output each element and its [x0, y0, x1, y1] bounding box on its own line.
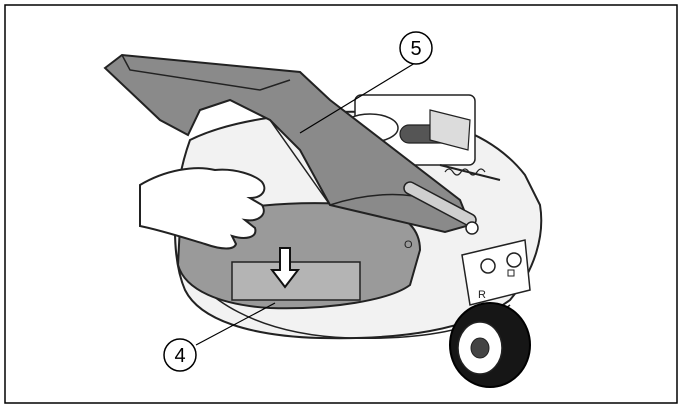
down-arrow-icon: [269, 247, 301, 289]
deck-letter: O: [404, 239, 413, 251]
wheel-bracket-letter: R: [478, 289, 486, 301]
callout-5-circle: [399, 31, 433, 65]
cover-slot: [231, 261, 361, 301]
callout-5: 5: [299, 31, 433, 134]
wheel: [449, 302, 531, 388]
callout-4-leader: [195, 302, 276, 346]
callout-5-leader: [299, 62, 416, 134]
wheel-bracket: [461, 239, 531, 306]
callout-4-label: 4: [174, 345, 185, 367]
callout-4-circle: [163, 338, 197, 372]
callout-4: 4: [163, 302, 276, 372]
hand: [139, 167, 266, 250]
callout-5-label: 5: [410, 38, 421, 60]
hinge-rod: [403, 181, 479, 235]
